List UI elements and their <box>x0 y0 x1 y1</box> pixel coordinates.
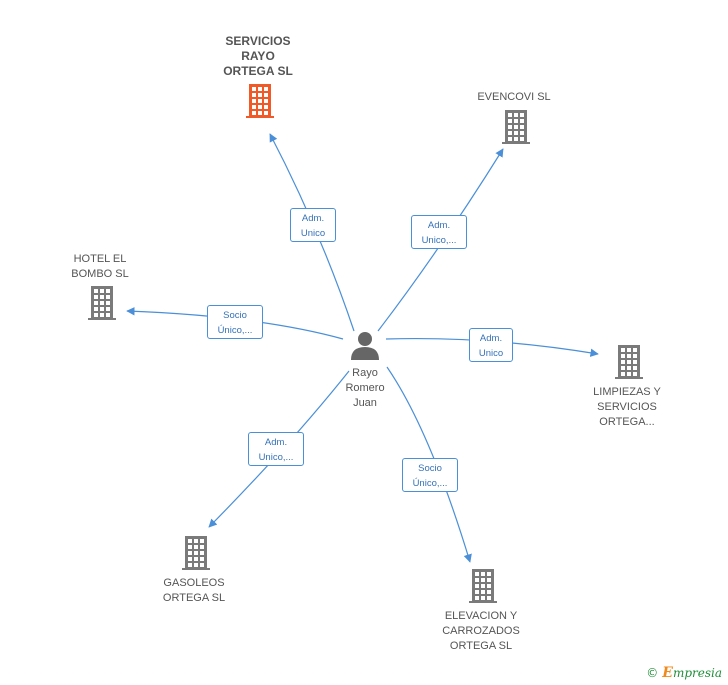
evencovi-building-icon[interactable] <box>502 110 530 144</box>
person-icon[interactable] <box>351 332 379 360</box>
relation-label-servicios-rayo[interactable]: Adm. Unico <box>290 208 336 242</box>
relation-label-hotel-el-bombo[interactable]: Socio Único,... <box>207 305 263 339</box>
relation-label-evencovi[interactable]: Adm. Unico,... <box>411 215 467 249</box>
hotel-el-bombo-name[interactable]: HOTEL EL BOMBO SL <box>71 253 129 280</box>
copyright-symbol: © <box>646 666 659 680</box>
limpiezas-building-icon[interactable] <box>615 345 643 379</box>
brand-name: mpresia <box>672 666 722 680</box>
relation-label-elevacion[interactable]: Socio Único,... <box>402 458 458 492</box>
servicios-rayo-name[interactable]: SERVICIOS RAYO ORTEGA SL <box>223 34 293 78</box>
elevacion-name[interactable]: ELEVACION Y CARROZADOS ORTEGA SL <box>442 610 520 652</box>
servicios-rayo-building-icon[interactable] <box>246 84 274 118</box>
person-name[interactable]: Rayo Romero Juan <box>345 367 385 409</box>
gasoleos-building-icon[interactable] <box>182 536 210 570</box>
elevacion-building-icon[interactable] <box>469 569 497 603</box>
relation-label-gasoleos[interactable]: Adm. Unico,... <box>248 432 304 466</box>
gasoleos-name[interactable]: GASOLEOS ORTEGA SL <box>162 577 226 604</box>
limpiezas-name[interactable]: LIMPIEZAS Y SERVICIOS ORTEGA... <box>593 386 661 428</box>
edge-to-elevacion <box>386 366 472 563</box>
hotel-el-bombo-building-icon[interactable] <box>88 286 116 320</box>
evencovi-name[interactable]: EVENCOVI SL <box>477 91 551 103</box>
empresia-watermark: ©Empresia <box>646 665 722 681</box>
relation-label-limpiezas[interactable]: Adm. Unico <box>469 328 513 362</box>
brand-initial: E <box>662 665 673 681</box>
